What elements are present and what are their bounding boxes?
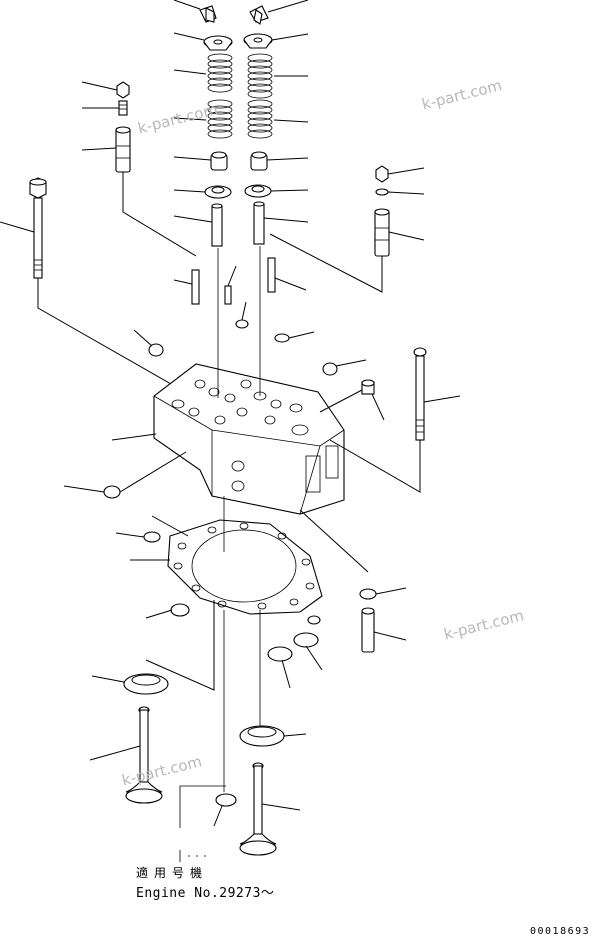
dowel-pin-center xyxy=(224,285,232,305)
leader-line xyxy=(173,69,207,75)
inset-box xyxy=(179,785,237,862)
head-bolt-right xyxy=(413,347,427,441)
leader-line xyxy=(305,645,323,671)
valve-guide-left xyxy=(211,203,223,247)
leader-line xyxy=(81,81,118,91)
leader-line xyxy=(173,117,207,121)
inner-valve-spring-right xyxy=(247,99,273,139)
leader-line xyxy=(299,509,369,573)
diagram-reference-number: 00018693 xyxy=(530,926,591,937)
spring-seat-left xyxy=(204,185,232,199)
valve-keeper-left xyxy=(199,5,217,23)
washer-right xyxy=(375,188,389,196)
lock-nut-left xyxy=(116,81,130,99)
leader-line xyxy=(373,631,407,641)
leader-line xyxy=(173,32,205,41)
valve-stem-seal-right xyxy=(250,151,268,171)
spring-retainer-left xyxy=(203,35,233,51)
leader-line xyxy=(63,485,105,493)
valve-seat-insert-left xyxy=(123,673,169,695)
leader-line xyxy=(288,331,315,339)
rocker-pivot-right xyxy=(374,208,390,257)
leader-line xyxy=(263,217,309,223)
leader-line xyxy=(89,745,141,761)
leader-line xyxy=(241,301,247,321)
leader-line xyxy=(91,675,125,683)
lock-nut-right xyxy=(375,165,389,183)
valve-seat-insert-right xyxy=(239,725,285,747)
injector-sleeve xyxy=(361,607,375,653)
leader-line xyxy=(335,359,367,367)
leader-line xyxy=(0,221,35,233)
leader-line xyxy=(81,147,117,151)
o-ring-medium-b xyxy=(267,646,293,662)
leader-line xyxy=(227,265,237,287)
leader-line xyxy=(267,0,309,13)
leader-line xyxy=(173,279,193,285)
o-ring-lower-left xyxy=(170,603,190,617)
leader-line xyxy=(115,532,145,538)
leader-line xyxy=(122,172,197,257)
o-ring-small-c xyxy=(307,615,321,625)
leader-line xyxy=(173,189,206,193)
leader-line xyxy=(423,395,461,403)
valve-keeper-right xyxy=(249,5,269,25)
seal-disc-right xyxy=(359,588,377,600)
plug-small xyxy=(361,379,375,395)
leader-line xyxy=(133,329,153,347)
engine-serial-note: Engine No.29273～ xyxy=(136,886,275,901)
leader-line xyxy=(388,231,425,241)
rocker-pivot-left xyxy=(115,126,131,173)
leader-line xyxy=(266,157,309,161)
outer-valve-spring-right xyxy=(247,53,273,99)
o-ring-medium-a xyxy=(293,632,319,648)
o-ring-small-a xyxy=(235,319,249,329)
push-rod-right xyxy=(267,257,276,293)
leader-line xyxy=(145,609,173,619)
leader-line xyxy=(387,191,425,195)
leader-line xyxy=(329,439,421,493)
leader-line xyxy=(270,189,309,192)
outer-valve-spring-left xyxy=(207,53,233,93)
leader-line xyxy=(274,277,307,291)
leader-line xyxy=(269,233,383,293)
expansion-plug-top-right xyxy=(322,362,338,376)
leader-line xyxy=(111,433,157,441)
leader-line xyxy=(387,167,425,175)
spring-retainer-right xyxy=(243,33,273,49)
head-bolt-left xyxy=(29,177,47,279)
adjust-screw-left xyxy=(118,100,128,116)
valve-guide-right xyxy=(253,201,265,245)
leader-line xyxy=(375,587,407,595)
inner-valve-spring-left xyxy=(207,99,233,139)
expansion-plug-side xyxy=(103,485,121,499)
head-gasket xyxy=(167,519,323,615)
applicability-note-jp: 適用号機 xyxy=(136,866,209,880)
o-ring-gasket-left xyxy=(143,531,161,543)
leader-line xyxy=(283,733,307,737)
leader-line xyxy=(37,278,193,397)
valve-stem-seal-left xyxy=(210,151,228,171)
leader-line xyxy=(173,0,201,10)
leader-line xyxy=(371,393,385,421)
leader-line xyxy=(271,33,309,41)
leader-line xyxy=(173,215,213,223)
cylinder-head xyxy=(153,363,345,515)
push-rod-left xyxy=(191,269,200,305)
leader-line xyxy=(261,803,301,811)
leader-line xyxy=(281,659,291,689)
o-ring-small-b xyxy=(274,333,290,343)
leader-line xyxy=(151,515,189,537)
leader-line xyxy=(319,389,363,413)
exhaust-valve xyxy=(239,762,277,856)
leader-line xyxy=(273,119,309,123)
leader-line xyxy=(173,156,212,161)
expansion-plug-top-left xyxy=(148,343,164,357)
leader-line xyxy=(119,451,187,493)
intake-valve xyxy=(125,706,163,804)
spring-seat-right xyxy=(244,184,272,198)
